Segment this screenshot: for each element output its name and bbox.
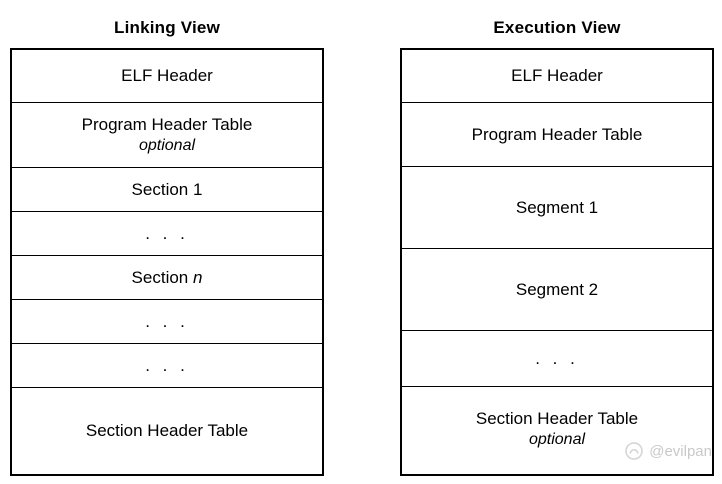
linking-row-label-index: n xyxy=(192,267,203,287)
execution-row-segment-1: Segment 1 xyxy=(402,167,712,249)
linking-row-sublabel: optional xyxy=(138,137,196,154)
execution-row-elf-header: ELF Header xyxy=(402,50,712,103)
execution-row-label: . . . xyxy=(535,348,579,368)
linking-row-elf-header: ELF Header xyxy=(12,50,322,103)
execution-row-program-header-table: Program Header Table xyxy=(402,103,712,167)
linking-row-label: . . . xyxy=(145,223,189,243)
linking-row-program-header-table: Program Header Table optional xyxy=(12,103,322,168)
execution-row-label: Segment 2 xyxy=(515,279,599,299)
column-title-linking-view: Linking View xyxy=(114,18,220,37)
execution-row-sublabel: optional xyxy=(528,430,586,448)
linking-row-label: ELF Header xyxy=(121,66,213,85)
linking-row-ellipsis-1: . . . xyxy=(12,212,322,256)
linking-row-label: Section xyxy=(131,267,189,287)
linking-row-section-header-table: Section Header Table xyxy=(12,388,322,474)
linking-row-label: . . . xyxy=(145,355,189,375)
execution-row-segment-2: Segment 2 xyxy=(402,249,712,331)
linking-row-section-1: Section 1 xyxy=(12,168,322,212)
execution-row-label: Segment 1 xyxy=(515,197,599,217)
execution-view-table: ELF Header Program Header Table Segment … xyxy=(400,48,714,476)
column-linking-view: Linking View ELF Header Program Header T… xyxy=(10,0,324,476)
execution-row-label: Section Header Table xyxy=(475,408,639,428)
linking-row-section-n: Section n xyxy=(12,256,322,300)
execution-row-section-header-table: Section Header Table optional xyxy=(402,387,712,470)
linking-row-label: Section Header Table xyxy=(85,421,249,440)
column-execution-view: Execution View ELF Header Program Header… xyxy=(400,0,714,476)
execution-row-label: Program Header Table xyxy=(471,124,643,144)
execution-row-label: ELF Header xyxy=(511,66,603,85)
linking-row-ellipsis-2: . . . xyxy=(12,300,322,344)
linking-row-label: . . . xyxy=(145,311,189,331)
linking-row-ellipsis-3: . . . xyxy=(12,344,322,388)
column-title-execution-view: Execution View xyxy=(493,18,621,37)
linking-row-label-group: Section n xyxy=(132,267,203,289)
linking-view-table: ELF Header Program Header Table optional… xyxy=(10,48,324,476)
execution-row-ellipsis: . . . xyxy=(402,331,712,387)
linking-row-label: Program Header Table xyxy=(81,115,253,134)
linking-row-label: Section 1 xyxy=(131,179,203,199)
